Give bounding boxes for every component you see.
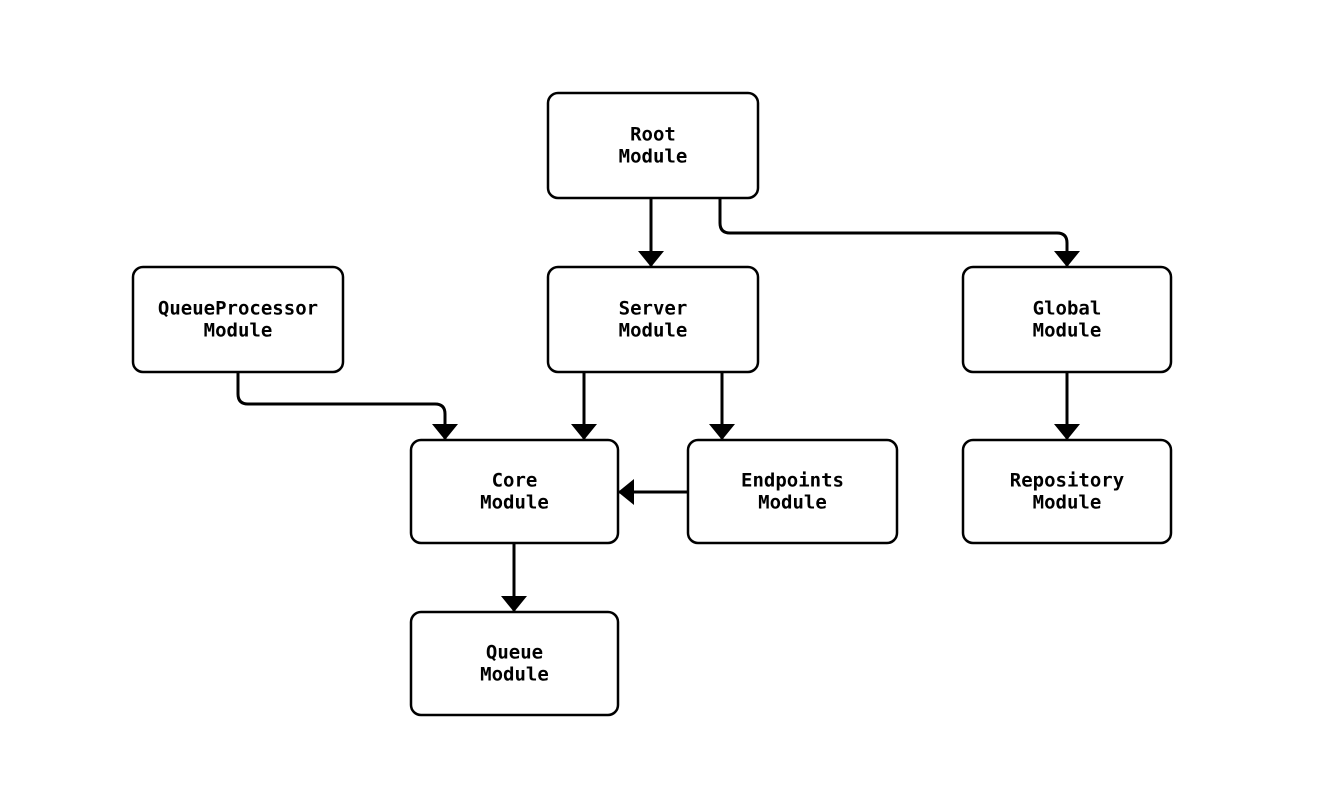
node-endpoints-module-box xyxy=(686,438,899,545)
node-endpoints-module-label: Endpoints xyxy=(741,470,844,492)
node-queueprocessor-module-box xyxy=(131,265,345,374)
node-queue-module-label: Module xyxy=(480,664,549,686)
node-root-module-box xyxy=(546,91,760,200)
node-queueprocessor-module-label: Module xyxy=(204,320,273,342)
node-repository-module-box xyxy=(961,438,1173,545)
node-repository-module-label: Module xyxy=(1033,492,1102,514)
node-core-module-label: Core xyxy=(492,470,538,492)
node-server-module-label: Server xyxy=(619,298,688,320)
node-global-module-box xyxy=(961,265,1173,374)
node-root-module-label: Module xyxy=(619,146,688,168)
node-server-module-box xyxy=(546,265,760,374)
node-global-module-label: Global xyxy=(1033,298,1102,320)
edge-root-module-to-global-module xyxy=(718,198,1080,267)
node-queue-module-box xyxy=(409,610,620,717)
node-global-module-label: Module xyxy=(1033,320,1102,342)
node-core-module-box xyxy=(409,438,620,545)
node-endpoints-module-label: Module xyxy=(758,492,827,514)
node-queue-module-label: Queue xyxy=(486,642,543,664)
node-queueprocessor-module-label: QueueProcessor xyxy=(158,298,318,320)
edge-queueprocessor-module-to-core-module xyxy=(236,372,458,440)
node-core-module-label: Module xyxy=(480,492,549,514)
node-server-module-label: Module xyxy=(619,320,688,342)
node-root-module-label: Root xyxy=(630,124,676,146)
node-repository-module-label: Repository xyxy=(1010,470,1124,492)
